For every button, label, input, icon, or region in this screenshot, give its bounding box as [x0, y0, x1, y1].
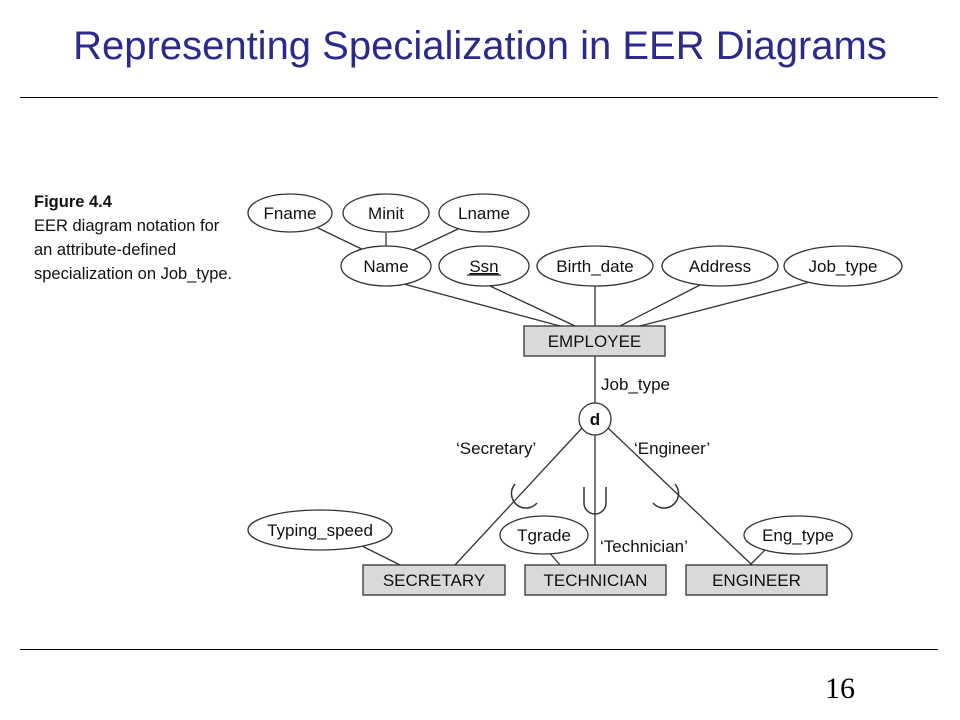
entity-technician-label: TECHNICIAN [544, 571, 648, 590]
attr-birth-date: Birth_date [536, 245, 654, 287]
disjoint-circle: d [578, 402, 612, 436]
attr-job-type: Job_type [783, 245, 903, 287]
attr-ssn: Ssn [438, 245, 530, 287]
edge-circle-engineer [607, 427, 753, 566]
attr-eng-type: Eng_type [743, 515, 853, 555]
edge-ssn-employee [489, 285, 576, 327]
subset-symbol-technician [583, 487, 607, 515]
entity-engineer: ENGINEER [685, 564, 828, 596]
top-divider [20, 97, 938, 98]
attr-lname: Lname [438, 193, 530, 233]
condition-engineer: ‘Engineer’ [634, 439, 710, 458]
attr-minit-label: Minit [368, 204, 404, 223]
figure-label: Figure 4.4 [34, 193, 112, 211]
attr-eng-type-label: Eng_type [762, 526, 834, 545]
edge-circle-secretary [454, 427, 583, 566]
attr-tgrade-label: Tgrade [517, 526, 571, 545]
entity-engineer-label: ENGINEER [712, 571, 801, 590]
subset-symbol-engineer [652, 483, 680, 509]
entity-secretary-label: SECRETARY [383, 571, 485, 590]
attr-lname-label: Lname [458, 204, 510, 223]
diagram-edges [317, 227, 811, 566]
attr-fname-label: Fname [264, 204, 317, 223]
entity-technician: TECHNICIAN [524, 564, 667, 596]
entity-secretary: SECRETARY [362, 564, 506, 596]
figure-caption: Figure 4.4 EER diagram notation for an a… [34, 190, 234, 286]
condition-technician: ‘Technician’ [600, 537, 688, 556]
entity-employee: EMPLOYEE [523, 325, 666, 357]
edge-typingspeed-secretary [359, 544, 401, 566]
attr-fname: Fname [247, 193, 333, 233]
attr-birth-date-label: Birth_date [556, 257, 634, 276]
figure-caption-text: EER diagram notation for an attribute-de… [34, 217, 233, 283]
attr-name-label: Name [363, 257, 408, 276]
disjoint-symbol: d [590, 410, 600, 429]
attr-address-label: Address [689, 257, 751, 276]
condition-secretary: ‘Secretary’ [456, 439, 536, 458]
edge-name-employee [399, 282, 561, 327]
subset-symbol-secretary [510, 483, 538, 509]
edge-address-employee [619, 284, 701, 327]
bottom-divider [20, 649, 938, 650]
attr-job-type-label: Job_type [809, 257, 878, 276]
entity-employee-label: EMPLOYEE [548, 332, 642, 351]
attr-typing-speed: Typing_speed [247, 509, 393, 551]
attr-name: Name [340, 245, 432, 287]
attr-typing-speed-label: Typing_speed [267, 521, 373, 540]
edge-jobtype-employee [639, 281, 811, 327]
attr-address: Address [661, 245, 779, 287]
slide-title: Representing Specialization in EER Diagr… [73, 24, 887, 68]
page-number: 16 [825, 672, 855, 705]
attr-ssn-label: Ssn [469, 257, 498, 276]
edge-engtype-engineer [749, 549, 766, 566]
defining-attribute-label: Job_type [601, 375, 670, 394]
attr-tgrade: Tgrade [499, 515, 589, 555]
attr-minit: Minit [342, 193, 430, 233]
